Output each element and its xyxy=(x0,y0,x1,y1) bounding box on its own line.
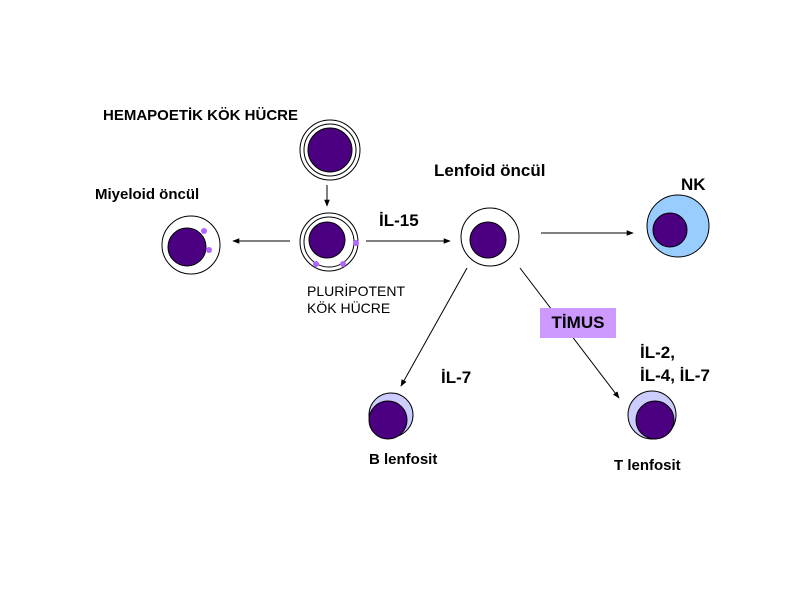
arrow-lymphoid-to-b-cell xyxy=(400,267,468,387)
label-pluripotent-line1: PLURİPOTENT xyxy=(307,283,406,299)
label-t-cell-cytokines: İL-2, İL-4, İL-7 xyxy=(640,341,710,387)
label-hematopoietic-stem-cell: HEMAPOETİK KÖK HÜCRE xyxy=(103,107,299,124)
granule xyxy=(201,228,207,234)
nucleus xyxy=(308,221,346,259)
granule xyxy=(353,240,359,246)
label-myeloid-progenitor: Miyeloid öncül xyxy=(95,186,200,203)
lymphoid-progenitor-cell xyxy=(460,207,520,267)
granule xyxy=(313,261,319,267)
label-thymus: TİMUS xyxy=(551,313,605,332)
myeloid-progenitor-cell xyxy=(161,215,221,275)
nucleus xyxy=(307,127,353,173)
label-il2-line1: İL-2, xyxy=(640,343,675,362)
label-nk: NK xyxy=(681,175,706,194)
label-il2-line2: İL-4, İL-7 xyxy=(640,366,710,385)
nucleus xyxy=(167,227,207,267)
nucleus xyxy=(469,221,507,259)
t-lymphocyte xyxy=(627,390,677,440)
label-pluripotent-line2: KÖK HÜCRE xyxy=(307,300,391,316)
label-il15: İL-15 xyxy=(379,211,419,230)
nk-cell xyxy=(646,194,710,258)
nucleus xyxy=(652,212,688,248)
label-pluripotent-stem-cell: PLURİPOTENT KÖK HÜCRE xyxy=(307,283,405,317)
label-lymphoid-progenitor: Lenfoid öncül xyxy=(434,161,546,180)
pluripotent-stem-cell xyxy=(299,212,359,272)
label-t-lymphocyte: T lenfosit xyxy=(614,457,681,474)
nucleus xyxy=(368,400,408,440)
granule xyxy=(206,247,212,253)
label-b-lymphocyte: B lenfosit xyxy=(369,451,438,468)
b-lymphocyte xyxy=(368,392,414,440)
nucleus xyxy=(635,400,675,440)
label-il7: İL-7 xyxy=(441,368,472,387)
hematopoietic-stem-cell xyxy=(299,119,361,181)
granule xyxy=(340,261,346,267)
thymus-box: TİMUS xyxy=(540,308,616,338)
